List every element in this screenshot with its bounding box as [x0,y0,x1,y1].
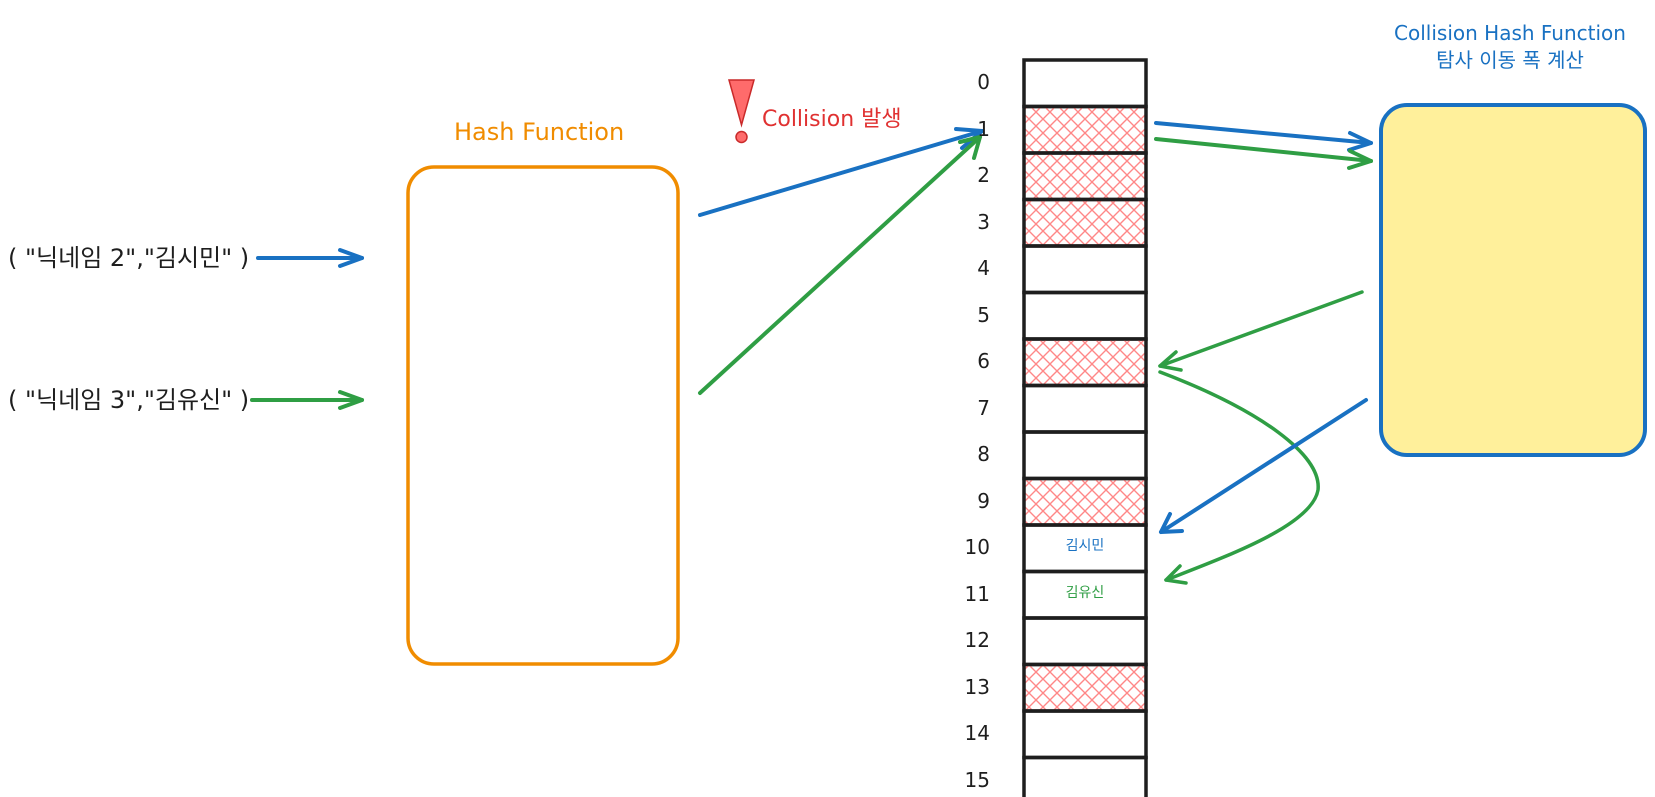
probe-arrow-green-to-index6 [1158,290,1364,372]
hash-cell [1022,709,1148,760]
hash-index-label: 4 [977,256,990,281]
hash-index-label: 12 [964,628,990,653]
hash-table [1022,58,1148,797]
hash-cell-occupied-hatch [1024,199,1146,246]
probe-arrow-blue-to-index10 [1159,398,1368,534]
hash-cell-value: 김유신 [1065,584,1105,601]
input-key-value-2: ( "닉네임 2","김시민" ) [8,244,250,272]
hash-function-box [406,165,680,666]
hash-index-label: 3 [977,209,990,234]
hash-index-label: 15 [964,767,990,792]
hash-cell [1022,58,1148,109]
collision-hash-function-title-line2: 탐사 이동 폭 계산 [1436,48,1584,72]
hash-cell-occupied-hatch [1024,153,1146,200]
probe-arrow-green-to-index11 [1158,370,1320,585]
index1-to-collision-arrow-blue [1154,121,1373,152]
input-arrow-blue [256,248,364,268]
hash-cell [1022,290,1148,341]
hash-index-label: 1 [977,116,990,141]
collision-hash-function-box [1379,103,1647,457]
collision-hash-function-title-line1: Collision Hash Function [1394,21,1626,45]
hash-cell-occupied-hatch [1024,339,1146,386]
hash-cell [1022,244,1148,295]
hash-index-label: 14 [964,721,990,746]
hash-function-label: Hash Function [454,118,625,146]
hash-cell [1022,383,1148,434]
warning-icon [728,79,755,144]
hash-index-label: 5 [977,302,990,327]
hash-index-label: 6 [977,349,990,374]
hash-cell-value: 김시민 [1065,538,1105,555]
hash-cell [1022,616,1148,667]
hash-index-label: 7 [977,395,990,420]
hash-cell-occupied-hatch [1024,106,1146,153]
collision-hash-function-title: Collision Hash Function 탐사 이동 폭 계산 [1380,20,1640,74]
hash-index-label: 9 [977,488,990,513]
hash-index-label: 11 [964,581,990,606]
hash-index-label: 13 [964,674,990,699]
collision-note-label: Collision 발생 [762,107,902,132]
hash-to-index1-arrow-blue [698,127,984,217]
index1-to-collision-arrow-green [1154,137,1373,170]
hash-index-label: 0 [977,70,990,95]
hash-index-label: 8 [977,442,990,467]
hash-cell-occupied-hatch [1024,664,1146,711]
input-arrow-green [250,390,364,410]
hash-index-label: 2 [977,163,990,188]
hash-cell [1022,430,1148,481]
hash-cell-occupied-hatch [1024,478,1146,525]
hash-to-index1-arrow-green [698,135,982,395]
hash-cell [1022,755,1148,797]
input-key-value-3: ( "닉네임 3","김유신" ) [8,386,250,414]
hash-index-label: 10 [964,535,990,560]
